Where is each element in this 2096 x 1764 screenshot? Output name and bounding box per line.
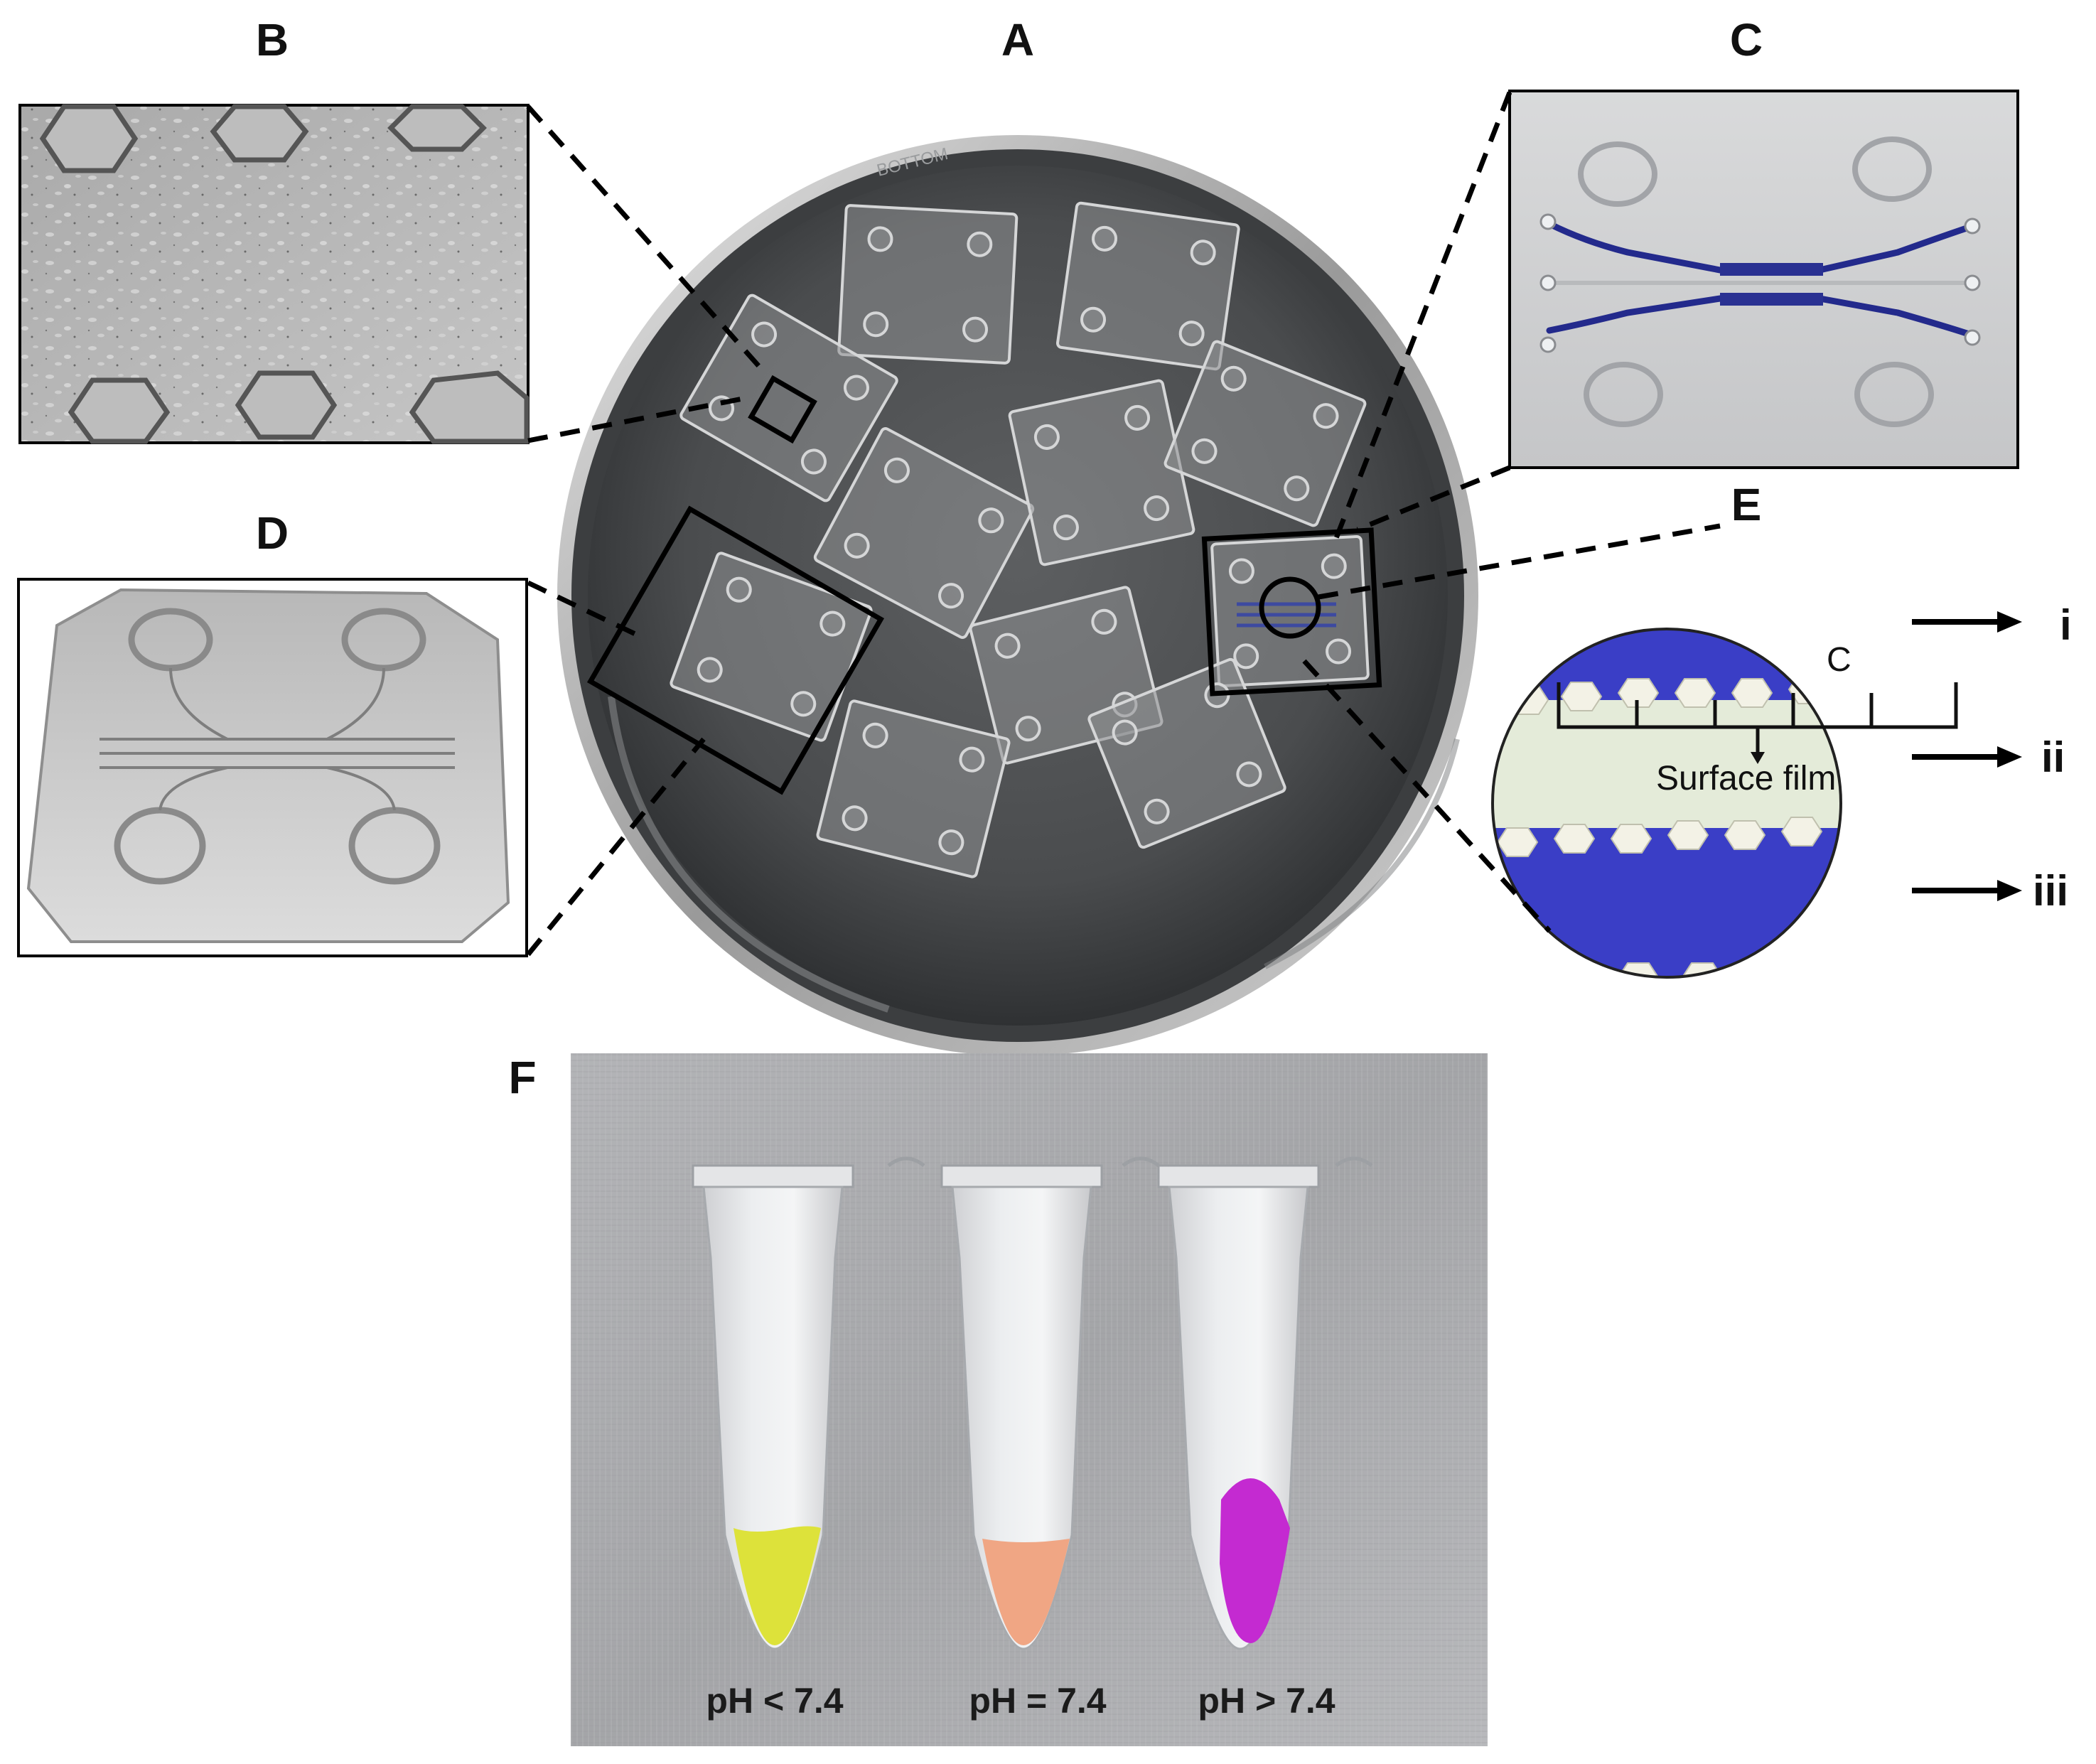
arrow-right-icon — [1912, 880, 2022, 901]
dish-chips — [670, 201, 1370, 878]
tube-1-solution — [733, 1526, 821, 1645]
dish-chip-9 — [1210, 534, 1370, 688]
dish-chip-3 — [679, 294, 898, 502]
surface-film-label: Surface film — [1656, 760, 1837, 797]
tube-3-solution — [1220, 1478, 1290, 1643]
tube-2-solution — [982, 1539, 1070, 1645]
layer-label-i: i — [2060, 601, 2072, 649]
surface-film-bracket — [1557, 682, 1958, 753]
dish-chip-2 — [1055, 201, 1240, 371]
panel-label-e: E — [1731, 479, 1762, 530]
arrow-down-icon — [1751, 752, 1765, 764]
dish-chip-1 — [837, 204, 1019, 365]
panel-f-photo — [571, 1053, 1488, 1746]
panel-e-magnified-view — [1491, 611, 2022, 979]
dish-chip-6 — [1163, 340, 1367, 527]
dish-chip-10 — [816, 699, 1011, 878]
layer-label-ii: ii — [2041, 733, 2065, 781]
panel-label-d: D — [255, 507, 289, 559]
highlight-box-c — [1201, 527, 1382, 697]
tube-3 — [1157, 1156, 1373, 1650]
highlight-box-b — [748, 375, 817, 444]
tube-2-label: pH = 7.4 — [969, 1681, 1107, 1721]
dish-chip-4 — [813, 427, 1035, 639]
tube-1-label: pH < 7.4 — [706, 1681, 844, 1721]
pillars — [1496, 674, 1830, 977]
highlight-circle-e — [1259, 576, 1321, 639]
dish-chip-7 — [670, 552, 873, 742]
channel-marker: C — [1827, 641, 1852, 679]
panel-label-b: B — [255, 14, 289, 65]
panel-d-chip — [17, 578, 528, 957]
panel-label-a: A — [1001, 14, 1035, 65]
panel-label-c: C — [1729, 14, 1763, 65]
dish-chip-5 — [1008, 379, 1195, 566]
dish-chip-11 — [1087, 657, 1286, 849]
tube-1 — [692, 1156, 925, 1650]
layer-label-iii: iii — [2033, 867, 2069, 915]
pillar-hexagons — [39, 104, 530, 444]
arrow-right-icon — [1912, 746, 2022, 768]
connector-lines — [526, 91, 1721, 957]
panel-label-f: F — [508, 1052, 537, 1103]
arrow-right-icon — [1912, 611, 2022, 633]
panel-b-micrograph — [18, 104, 530, 444]
highlight-box-d — [586, 505, 885, 795]
tube-3-label: pH > 7.4 — [1198, 1681, 1335, 1721]
panel-c-chip — [1508, 90, 2019, 469]
tube-2 — [940, 1156, 1160, 1650]
